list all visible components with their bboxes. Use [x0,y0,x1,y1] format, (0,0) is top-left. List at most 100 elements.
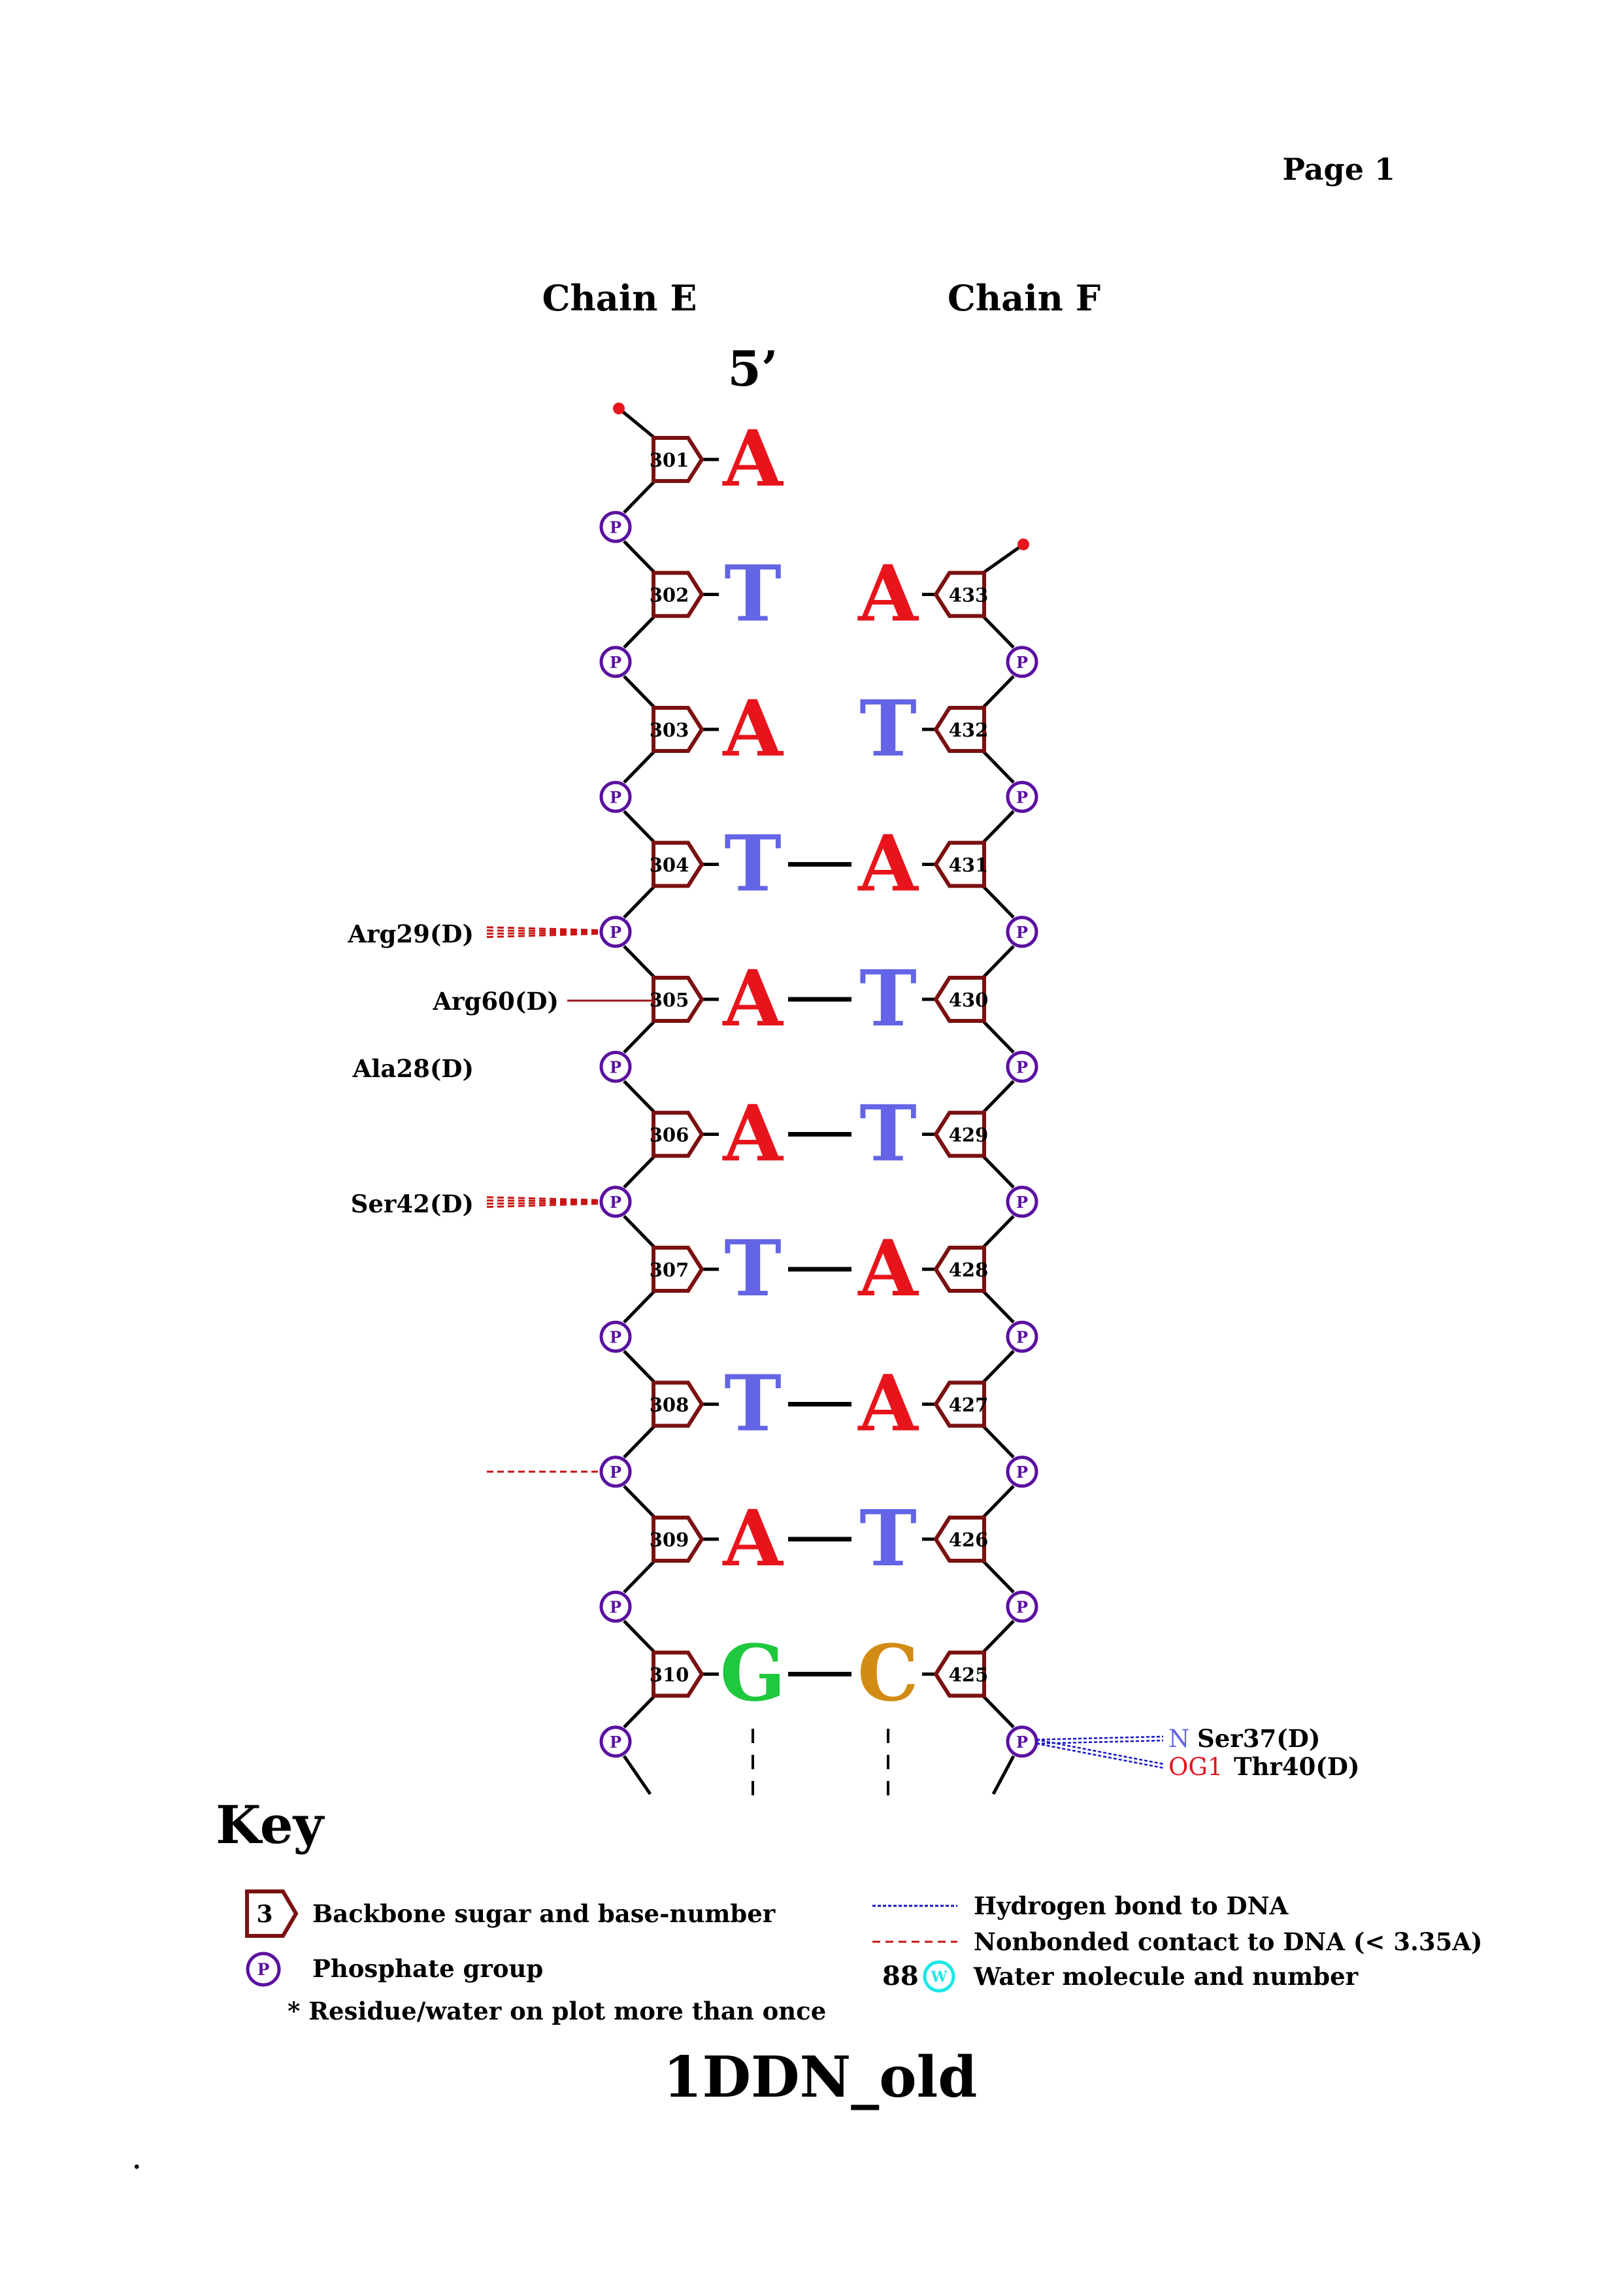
chain-f-sugar-431: 431 [933,840,989,888]
contact-label-ala28: Ala28(D) [352,1054,474,1083]
backbone-sugar-icon [652,840,704,888]
structure-title: 1DDN_old [663,2044,978,2110]
base-number: 428 [949,1259,989,1281]
chain-e-base-309: A [722,1493,784,1584]
chain-f-backbone-bond [981,1080,1015,1115]
chain-f-sugar-428: 428 [933,1246,989,1293]
chain-f-backbone-bond [981,1289,1015,1323]
chain-e-phosphate: P [599,1186,632,1218]
phosphate-letter: P [1016,923,1028,942]
phosphate-icon [1006,1186,1038,1218]
chain-e-backbone-bond [623,945,657,980]
base-number: 427 [949,1394,989,1416]
chain-f-sugar-432: 432 [933,706,989,753]
chain-f-sugar-430: 430 [933,976,988,1023]
chain-e-base-304: T [724,818,782,909]
chain-f-backbone-bond [981,675,1015,710]
chain-f-phosphate: P [1006,1320,1038,1353]
chain-e-backbone-bond [623,1215,657,1250]
chain-f-base-427: A [857,1358,919,1449]
base-number: 301 [650,449,689,471]
phosphate-letter: P [610,1463,621,1482]
chain-f-base-426: T [859,1493,917,1584]
contact-thr40-hbond [1036,1742,1164,1769]
chain-e-base-306: A [722,1088,784,1179]
contact-arg29-nonbonded [486,933,601,939]
chain-f-backbone-bond [981,810,1015,845]
chain-e-backbone-end [622,1755,652,1795]
phosphate-letter: P [1016,653,1028,672]
chain-e-base-310: G [720,1628,786,1719]
chain-e-backbone-bond [623,1559,657,1593]
chain-f-backbone-bond [981,1019,1015,1054]
chain-e-sugar-309: 309 [650,1516,704,1563]
chain-f-backbone-bond [981,749,1015,784]
chain-f-phosphate: P [1006,1456,1038,1488]
chain-f-phosphate: P [1006,1590,1038,1623]
legend-nonbonded-label: Nonbonded contact to DNA (< 3.35A) [974,1927,1483,1956]
base-number: 431 [949,854,989,876]
chain-e-sugar-303: 303 [650,706,704,753]
chain-e-backbone-bond [623,810,657,845]
chain-f-base-429: T [859,1088,917,1179]
chain-f-base-428: A [857,1223,919,1314]
phosphate-letter: P [1016,1327,1028,1346]
chain-f-phosphate: P [1006,1186,1038,1218]
phosphate-letter: P [610,1057,621,1076]
base-number: 425 [949,1664,989,1686]
backbone-sugar-icon [933,1380,986,1428]
base-number: 305 [650,989,689,1011]
phosphate-icon [1006,1725,1038,1758]
legend-water-number: 88 [882,1961,919,1991]
chain-f-phosphate: P [1006,646,1038,678]
chain-e-sugar-306: 306 [650,1110,704,1158]
protein-contacts [486,926,1164,1769]
chain-f-base-433: A [857,548,919,639]
phosphate-letter: P [610,1597,621,1616]
contact-label-thr40: Thr40(D) [1234,1752,1360,1781]
chain-f-backbone-end [991,1755,1016,1795]
legend-hbond-label: Hydrogen bond to DNA [974,1891,1289,1920]
backbone-sugar-icon [652,1650,704,1698]
chain-e-base-307: T [724,1223,782,1314]
chain-e-5prime-bond [618,407,657,440]
chain-e-phosphate: P [599,510,632,543]
backbone-sugar-icon [652,1246,704,1293]
phosphate-icon [1006,1456,1038,1488]
phosphate-icon [1006,916,1038,948]
base-number: 310 [650,1664,689,1686]
phosphate-letter: P [1016,788,1028,807]
legend: Key 3 Backbone sugar and base-number P P… [216,1794,1483,2025]
phosphate-icon [1006,1050,1038,1083]
chain-f-backbone-bond [981,1423,1015,1459]
backbone-sugar-icon [652,1380,704,1428]
base-number: 432 [949,719,989,741]
chain-e-base-302: T [724,548,782,639]
legend-phosphate-letter: P [257,1960,270,1979]
phosphate-icon [1006,1590,1038,1623]
contact-ala28-nonbonded [486,1196,601,1201]
chain-e-base-303: A [722,683,784,774]
chain-e-backbone-bond [623,614,657,649]
chain-e-phosphate: P [599,1456,632,1488]
phosphate-icon [599,1590,632,1623]
chain-f-backbone-bond [981,1693,1015,1729]
backbone-sugar-icon [933,1650,986,1698]
chain-e-backbone-bond [623,479,657,514]
base-number: 426 [949,1529,989,1551]
base-number: 303 [650,719,689,741]
chain-f-backbone-bond [981,1154,1015,1189]
legend-water-icon: W [923,1960,955,1993]
base-number: 308 [650,1394,689,1416]
phosphate-letter: P [1016,1057,1028,1076]
chain-f-base-425: C [857,1628,919,1719]
backbone-sugar-icon [933,976,986,1023]
chain-e-backbone-bond [623,1019,657,1054]
phosphate-icon [599,1725,632,1758]
legend-phosphate-icon: P [246,1952,281,1987]
backbone-sugar-icon [933,1516,986,1563]
phosphate-icon [1006,780,1038,813]
